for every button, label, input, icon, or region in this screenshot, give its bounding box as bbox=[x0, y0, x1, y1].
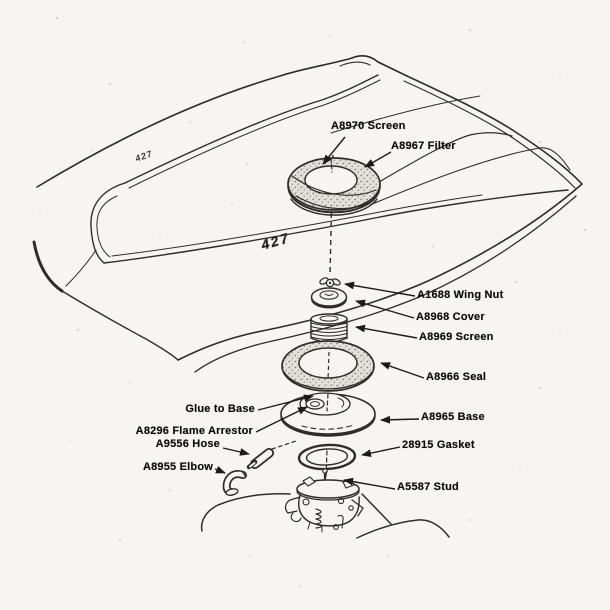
part-gasket bbox=[297, 443, 357, 471]
leader-screen-top bbox=[322, 136, 346, 165]
label-a8966-seal: A8966 Seal bbox=[426, 371, 487, 383]
leader-base bbox=[380, 415, 420, 424]
engine-outline-curves bbox=[200, 493, 450, 539]
part-wing-nut bbox=[319, 277, 341, 288]
leader-filter bbox=[364, 151, 392, 168]
part-cover bbox=[310, 287, 348, 309]
hood-ridge bbox=[351, 55, 408, 77]
leader-hose bbox=[222, 447, 250, 456]
label-a5587-stud: A5587 Stud bbox=[397, 481, 459, 493]
leader-gasket bbox=[361, 446, 401, 457]
leader-flame-arrestor bbox=[255, 406, 308, 433]
label-a1688-wing-nut: A1688 Wing Nut bbox=[417, 289, 504, 301]
hood-outline bbox=[32, 55, 583, 373]
label-glue-to-base: Glue to Base bbox=[185, 403, 255, 415]
part-elbow bbox=[222, 470, 247, 496]
label-a8965-base: A8965 Base bbox=[421, 411, 485, 423]
part-hose bbox=[246, 440, 297, 470]
carburetor-sketch bbox=[284, 476, 364, 533]
label-a8968-cover: A8968 Cover bbox=[416, 311, 485, 323]
leader-wing-nut bbox=[344, 281, 416, 297]
label-a8969-screen: A8969 Screen bbox=[419, 331, 494, 343]
part-screen-drum bbox=[310, 313, 348, 343]
leader-seal bbox=[380, 362, 425, 379]
part-filter-and-screen-ring bbox=[287, 157, 381, 216]
leader-screen-inner bbox=[355, 324, 418, 339]
part-seal-torus bbox=[281, 340, 375, 392]
paper-noise-speckles bbox=[39, 17, 586, 587]
leader-elbow bbox=[214, 466, 226, 474]
label-a8970-screen: A8970 Screen bbox=[331, 120, 406, 132]
hood-front-edge bbox=[177, 183, 583, 361]
label-a9556-hose: A9556 Hose bbox=[155, 438, 220, 450]
part-base bbox=[280, 392, 376, 437]
label-leader-lines bbox=[214, 136, 425, 490]
leader-stud bbox=[343, 477, 396, 490]
label-a8955-elbow: A8955 Elbow bbox=[142, 461, 213, 473]
hood-top-right-edge bbox=[406, 75, 583, 185]
label-a8296-flame-arrestor: A8296 Flame Arrestor bbox=[135, 425, 253, 437]
leader-glue-note bbox=[257, 394, 314, 411]
hood-top-left-edge bbox=[36, 57, 353, 188]
leader-cover bbox=[355, 299, 415, 319]
hood-left-silhouette bbox=[32, 240, 64, 293]
label-28915-gasket: 28915 Gasket bbox=[402, 439, 475, 451]
label-a8967-filter: A8967 Filter bbox=[391, 140, 456, 152]
hood-scoop-recess bbox=[65, 74, 571, 287]
